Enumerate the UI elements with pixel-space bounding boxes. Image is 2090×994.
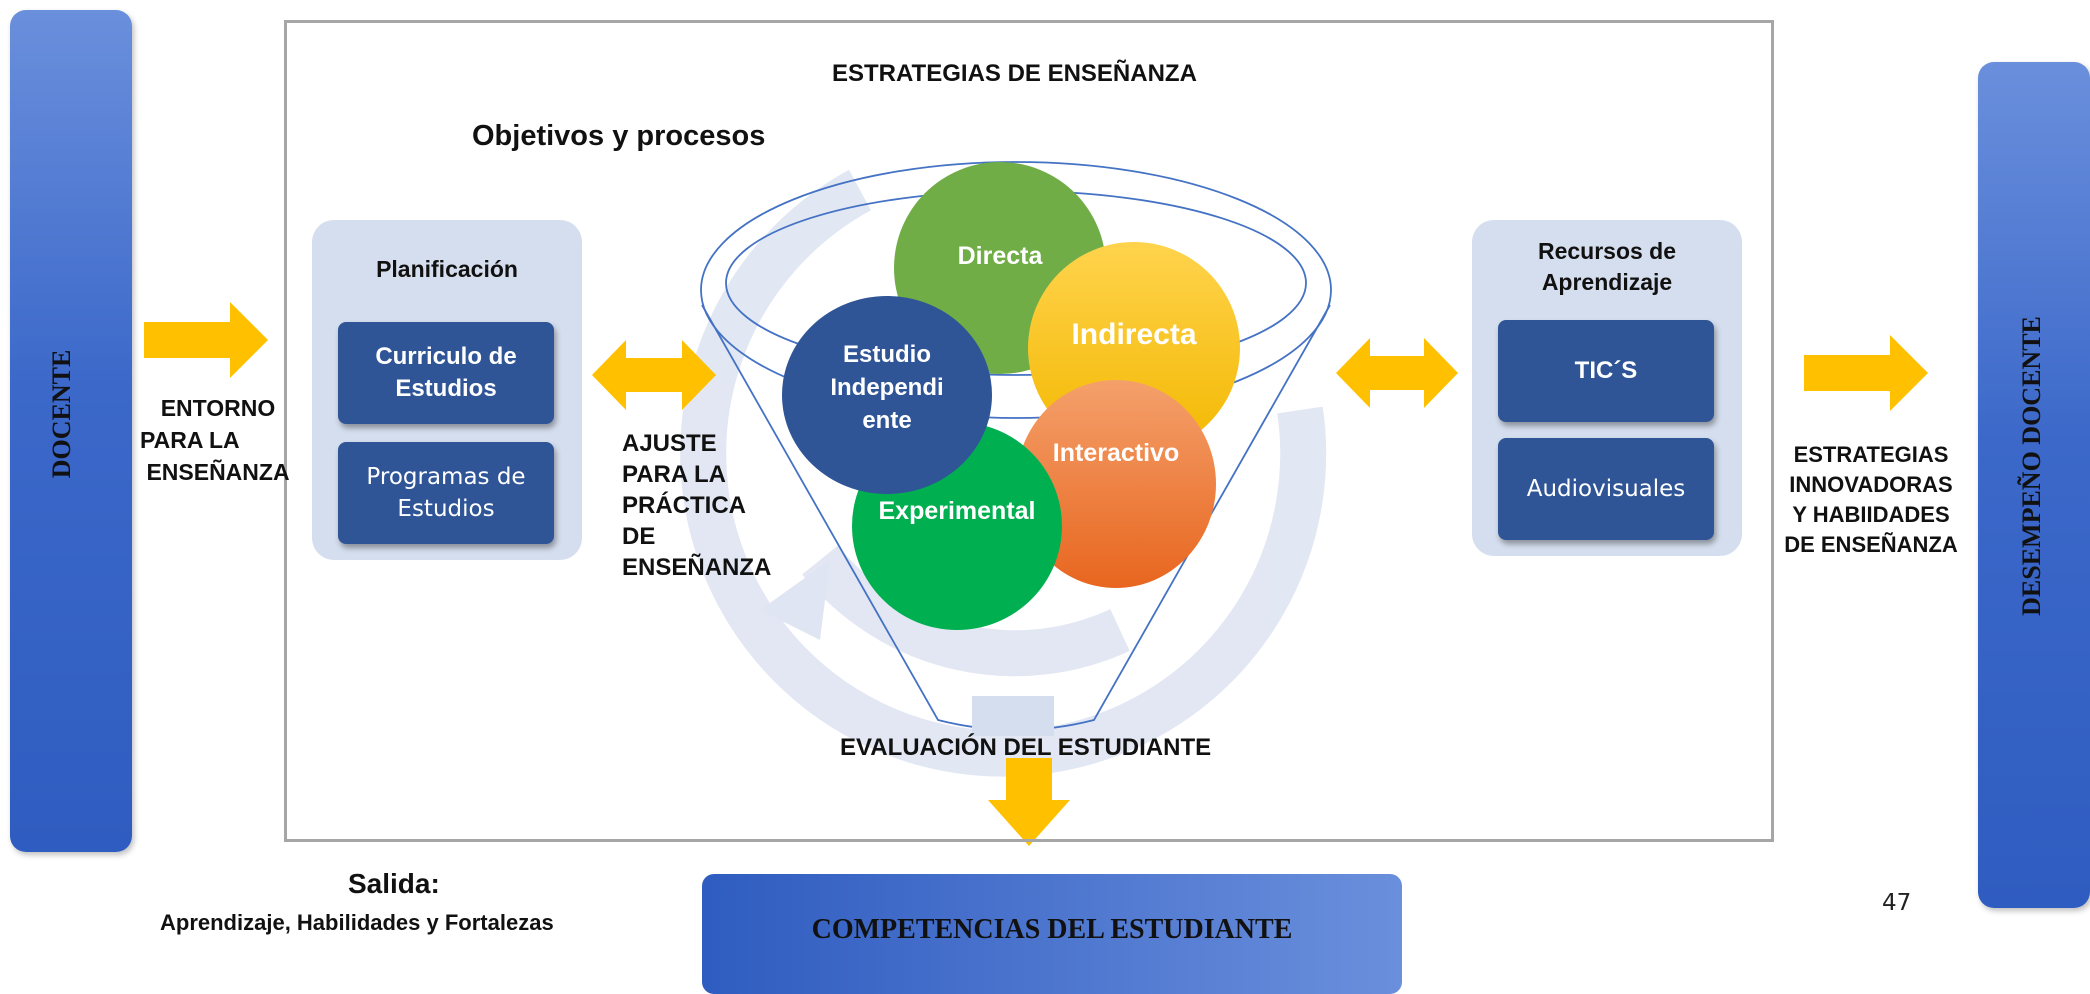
entorno-label: ENTORNO PARA LA ENSEÑANZA xyxy=(140,395,290,485)
competencias-label: COMPETENCIAS DEL ESTUDIANTE xyxy=(811,914,1293,945)
docente-bar xyxy=(10,10,132,852)
recursos-double-arrow xyxy=(1336,338,1458,408)
estrategias-arrow xyxy=(1804,335,1928,411)
evaluation-label: EVALUACIÓN DEL ESTUDIANTE xyxy=(840,734,1212,761)
funnel-outlet xyxy=(972,696,1054,736)
audiovisuales-tile: Audiovisuales xyxy=(1498,438,1714,540)
estrategias-label: ESTRATEGIAS INNOVADORAS Y HABIIDADES DE … xyxy=(1784,442,1958,557)
docente-label: DOCENTE xyxy=(47,349,76,479)
ajuste-label: AJUSTE PARA LA PRÁCTICA DE ENSEÑANZA xyxy=(622,430,772,581)
salida-subtitle: Aprendizaje, Habilidades y Fortalezas xyxy=(160,910,554,935)
curriculo-tile: Curriculo de Estudios xyxy=(338,322,554,424)
programas-tile: Programas de Estudios xyxy=(338,442,554,544)
tics-tile: TIC´S xyxy=(1498,320,1714,422)
planificacion-title: Planificación xyxy=(376,256,518,282)
competencias-box xyxy=(702,874,1402,994)
desempeno-bar xyxy=(1978,62,2090,908)
salida-title: Salida: xyxy=(348,868,440,899)
cycle-arrow-head xyxy=(760,560,830,640)
recursos-title: Recursos de Aprendizaje xyxy=(1537,238,1677,295)
entorno-arrow xyxy=(144,302,268,378)
desempeno-label: DESEMPEÑO DOCENTE xyxy=(2017,316,2046,616)
frame-title: ESTRATEGIAS DE ENSEÑANZA xyxy=(832,60,1197,87)
circle-estudio: Estudio Independi ente xyxy=(782,296,992,494)
strategies-frame xyxy=(284,20,1774,842)
frame-subtitle: Objetivos y procesos xyxy=(472,120,766,152)
down-arrow xyxy=(988,758,1070,846)
page-number: 47 xyxy=(1882,890,1912,916)
ajuste-double-arrow xyxy=(592,340,716,410)
